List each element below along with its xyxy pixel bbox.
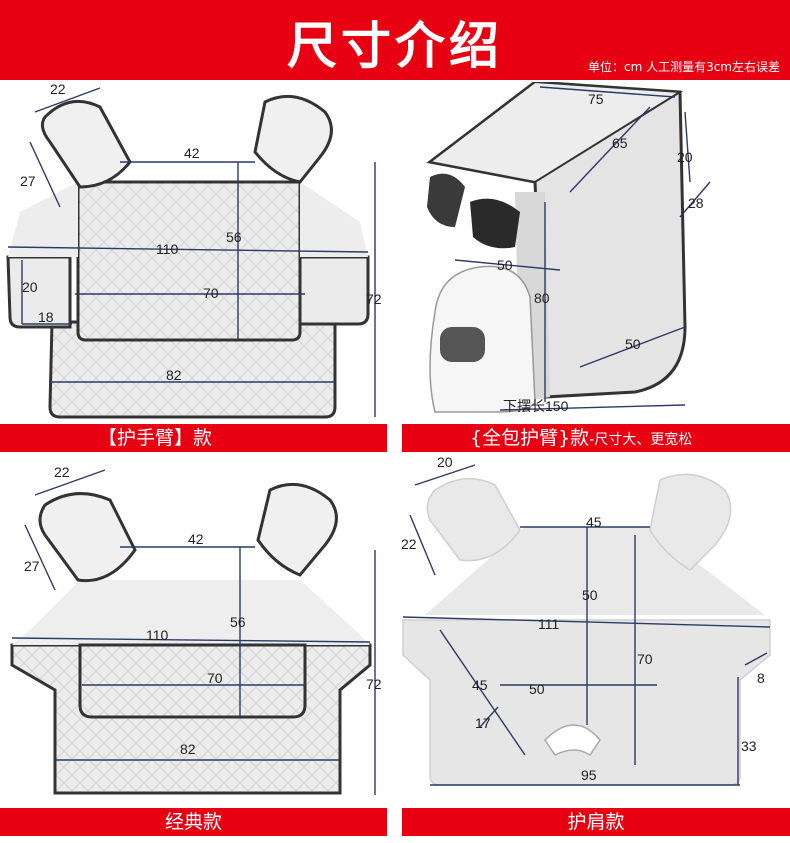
dim-bottom-width: 82 bbox=[180, 741, 196, 757]
dim-front-width: 50 bbox=[497, 257, 513, 273]
dim-side-top: 20 bbox=[677, 149, 693, 165]
arm-style-name: 【护手臂】款 bbox=[98, 427, 213, 449]
shoulder-style-illustration bbox=[402, 464, 771, 786]
dim-width: 110 bbox=[146, 627, 169, 643]
dim-total-height: 72 bbox=[366, 291, 382, 307]
arm-style-diagram: 22 27 42 56 110 70 20 18 72 82 bbox=[0, 82, 395, 424]
dim-inner-width: 70 bbox=[207, 670, 223, 686]
dim-side-height: 20 bbox=[22, 279, 38, 295]
dim-side-width: 50 bbox=[625, 336, 641, 352]
dim-hand-height: 27 bbox=[20, 173, 36, 189]
dim-length: 56 bbox=[230, 614, 246, 630]
full-wrap-style-note: -尺寸大、更宽松 bbox=[589, 432, 693, 448]
dim-hem: 下摆长150 bbox=[503, 398, 569, 414]
dim-height: 80 bbox=[534, 290, 550, 306]
arm-style-label: 【护手臂】款 bbox=[0, 424, 387, 452]
classic-style-name: 经典款 bbox=[164, 811, 222, 833]
dim-width: 111 bbox=[538, 616, 560, 632]
dim-hand-height: 27 bbox=[24, 558, 40, 574]
dim-bottom: 95 bbox=[581, 767, 597, 783]
dim-side-depth: 28 bbox=[688, 195, 704, 211]
dim-neck: 42 bbox=[184, 145, 200, 161]
dim-neck: 45 bbox=[586, 514, 602, 530]
dim-center: 50 bbox=[582, 587, 598, 603]
classic-style-diagram: 22 27 42 56 110 70 72 82 bbox=[0, 455, 395, 810]
full-wrap-style-diagram: 75 65 20 28 50 80 50 下摆长150 bbox=[395, 82, 790, 424]
classic-style-illustration bbox=[10, 469, 376, 795]
full-wrap-style-label: {全包护臂}款-尺寸大、更宽松 bbox=[402, 424, 790, 452]
shoulder-style-name: 护肩款 bbox=[567, 811, 625, 833]
dim-small: 17 bbox=[475, 715, 491, 731]
classic-style-label: 经典款 bbox=[0, 808, 387, 836]
arm-style-illustration bbox=[6, 87, 376, 419]
shoulder-style-label: 护肩款 bbox=[402, 808, 790, 836]
dim-top-width: 75 bbox=[588, 91, 604, 107]
full-wrap-style-name: {全包护臂}款 bbox=[470, 427, 590, 449]
dim-hand-width: 20 bbox=[437, 454, 453, 470]
dim-inner-width: 70 bbox=[203, 285, 219, 301]
dim-diag: 45 bbox=[472, 677, 488, 693]
page-title: 尺寸介绍 bbox=[287, 17, 503, 75]
unit-note: 单位：cm 人工测量有3cm左右误差 bbox=[587, 60, 780, 74]
dim-bottom-width: 82 bbox=[166, 367, 182, 383]
full-wrap-style-illustration bbox=[426, 82, 711, 413]
dim-right-top: 8 bbox=[757, 670, 765, 686]
dim-hand-width: 22 bbox=[54, 464, 70, 480]
header-bar: 尺寸介绍 单位：cm 人工测量有3cm左右误差 bbox=[0, 0, 790, 80]
dim-inner: 50 bbox=[529, 681, 545, 697]
dim-neck: 42 bbox=[188, 531, 204, 547]
dim-top-depth: 65 bbox=[612, 135, 628, 151]
dim-hand-width: 22 bbox=[50, 81, 66, 97]
dim-width: 110 bbox=[156, 241, 179, 257]
dim-hand-height: 22 bbox=[401, 536, 417, 552]
dim-length: 56 bbox=[226, 229, 242, 245]
dim-height: 70 bbox=[637, 651, 653, 667]
dim-right-bottom: 33 bbox=[741, 738, 757, 754]
dim-side-width: 18 bbox=[38, 309, 54, 325]
shoulder-style-diagram: 20 22 45 50 111 70 45 50 8 17 33 95 bbox=[395, 455, 790, 810]
dim-total-height: 72 bbox=[366, 676, 382, 692]
